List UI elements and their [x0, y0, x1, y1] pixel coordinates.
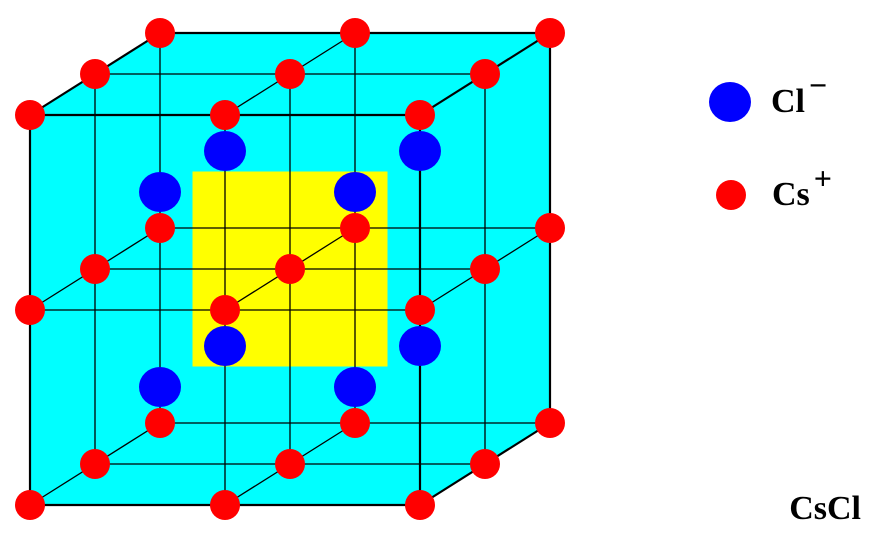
cesium-charge: + [813, 160, 833, 196]
cesium-ion-18 [15, 100, 45, 130]
cesium-ion-24 [15, 490, 45, 520]
cesium-ion-icon [716, 180, 746, 210]
cesium-ion-25 [210, 490, 240, 520]
cesium-ion-14 [470, 254, 500, 284]
cscl-lattice-diagram [15, 18, 565, 520]
chloride-ion-7 [334, 367, 376, 407]
chloride-ion-icon [709, 82, 751, 122]
chloride-charge: − [809, 67, 828, 103]
cesium-ion-3 [145, 213, 175, 243]
chloride-ion-3 [399, 326, 441, 366]
cesium-ion-20 [405, 100, 435, 130]
legend-item-cesium: Cs+ [716, 160, 832, 214]
cesium-ion-9 [80, 59, 110, 89]
chloride-ion-1 [399, 131, 441, 171]
cesium-ion-17 [470, 449, 500, 479]
cesium-ion-8 [535, 408, 565, 438]
cesium-ion-5 [535, 213, 565, 243]
legend-item-chloride: Cl− [709, 67, 827, 122]
formula-label: CsCl [789, 490, 861, 527]
cesium-ion-22 [210, 295, 240, 325]
chloride-ion-5 [334, 172, 376, 212]
cesium-ion-11 [470, 59, 500, 89]
cesium-ion-26 [405, 490, 435, 520]
cesium-ion-1 [340, 18, 370, 48]
cesium-ion-7 [340, 408, 370, 438]
cesium-ion-19 [210, 100, 240, 130]
chloride-ion-6 [139, 367, 181, 407]
cesium-ion-2 [535, 18, 565, 48]
ions [15, 18, 565, 520]
chloride-ion-4 [139, 172, 181, 212]
cesium-ion-12 [80, 254, 110, 284]
cesium-ion-0 [145, 18, 175, 48]
cesium-ion-10 [275, 59, 305, 89]
cesium-ion-6 [145, 408, 175, 438]
cesium-ion-21 [15, 295, 45, 325]
cesium-ion-15 [80, 449, 110, 479]
chloride-ion-0 [204, 131, 246, 171]
cesium-ion-13 [275, 254, 305, 284]
cesium-label: Cs [772, 176, 810, 213]
chloride-label: Cl [771, 83, 805, 120]
chloride-ion-2 [204, 326, 246, 366]
cesium-ion-4 [340, 213, 370, 243]
cesium-ion-16 [275, 449, 305, 479]
cesium-ion-23 [405, 295, 435, 325]
